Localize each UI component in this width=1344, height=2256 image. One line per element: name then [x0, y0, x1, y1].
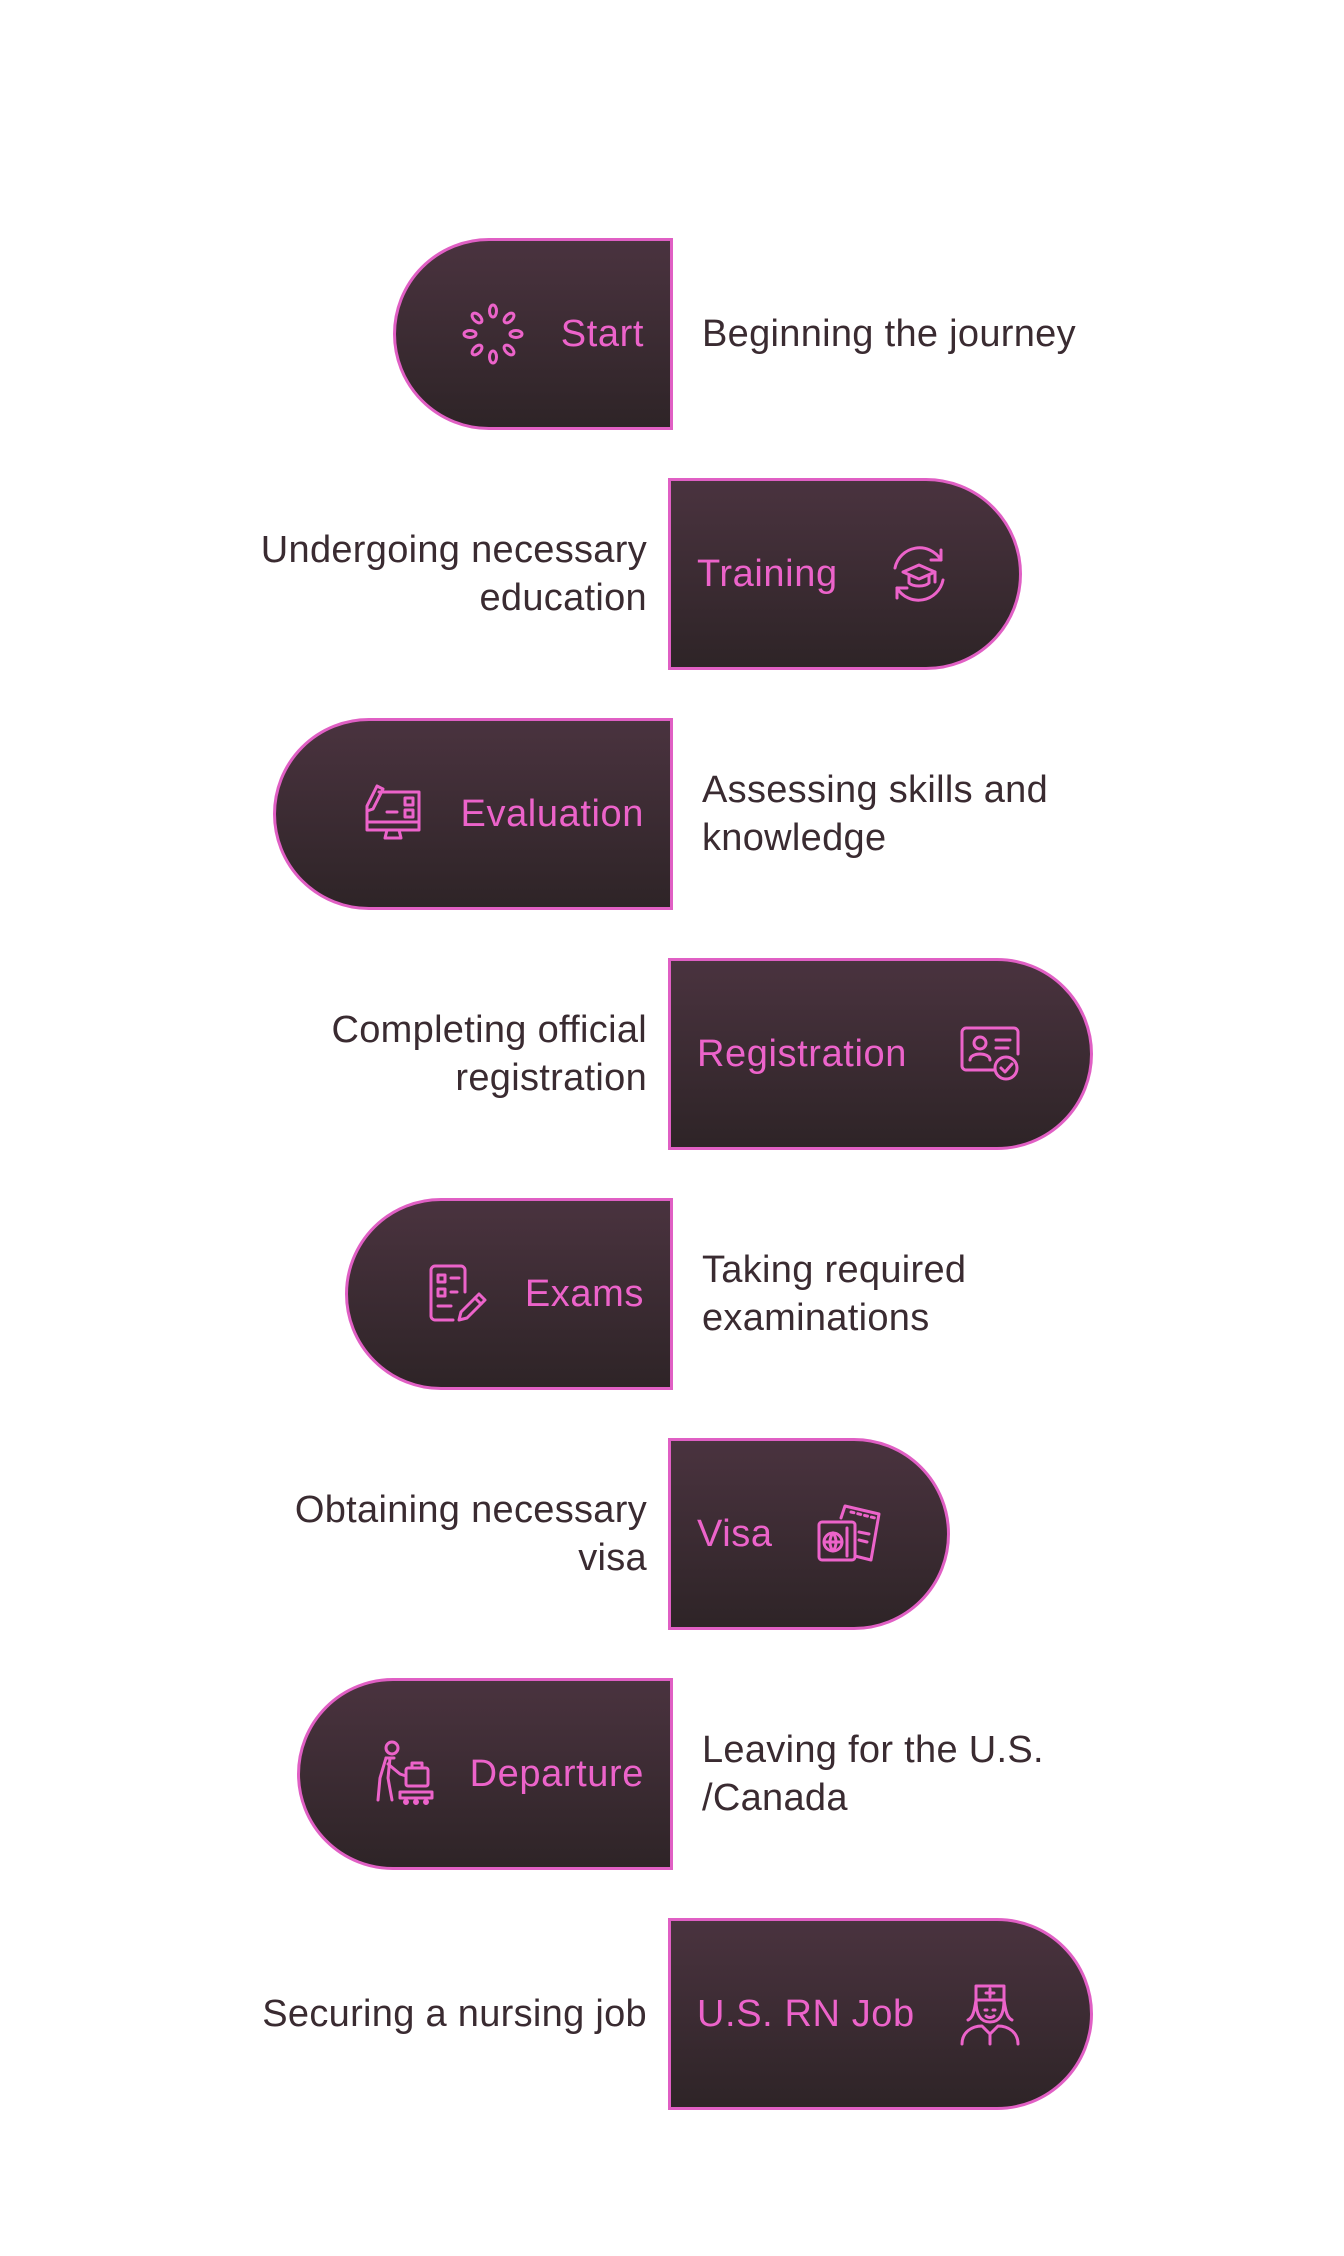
checklist-pencil-icon — [421, 1258, 493, 1330]
step-registration-pill: Registration — [668, 958, 1093, 1150]
loading-spinner-icon — [457, 298, 529, 370]
id-card-check-icon — [954, 1018, 1026, 1090]
step-rn-job-description: Securing a nursing job — [262, 1993, 647, 2035]
step-visa-label: Visa — [697, 1512, 773, 1555]
step-rn-job-label: U.S. RN Job — [697, 1992, 915, 2035]
step-departure-label: Departure — [469, 1752, 644, 1795]
passport-ticket-icon — [811, 1498, 883, 1570]
step-visa-pill: Visa — [668, 1438, 950, 1630]
step-exams-pill: Exams — [345, 1198, 673, 1390]
step-rn-job-pill: U.S. RN Job — [668, 1918, 1093, 2110]
step-exams-description: Taking required examinations — [702, 1249, 967, 1339]
monitor-edit-icon — [357, 778, 429, 850]
step-registration-label: Registration — [697, 1032, 907, 1075]
step-visa-description: Obtaining necessary visa — [294, 1489, 647, 1579]
step-departure-description: Leaving for the U.S. /Canada — [702, 1729, 1044, 1819]
step-start-label: Start — [560, 312, 644, 355]
step-evaluation-description: Assessing skills and knowledge — [702, 769, 1049, 859]
step-evaluation-pill: Evaluation — [273, 718, 673, 910]
graduation-cap-refresh-icon — [883, 538, 955, 610]
step-departure-pill: Departure — [297, 1678, 673, 1870]
step-training-description: Undergoing necessary education — [260, 529, 647, 619]
step-start-description: Beginning the journey — [702, 313, 1076, 355]
step-start-pill: Start — [393, 238, 673, 430]
step-training-pill: Training — [668, 478, 1022, 670]
step-registration-description: Completing official registration — [331, 1009, 647, 1099]
step-exams-label: Exams — [524, 1272, 644, 1315]
traveler-luggage-icon — [366, 1738, 438, 1810]
step-training-label: Training — [697, 552, 838, 595]
step-evaluation-label: Evaluation — [460, 792, 644, 835]
nurse-icon — [954, 1978, 1026, 2050]
